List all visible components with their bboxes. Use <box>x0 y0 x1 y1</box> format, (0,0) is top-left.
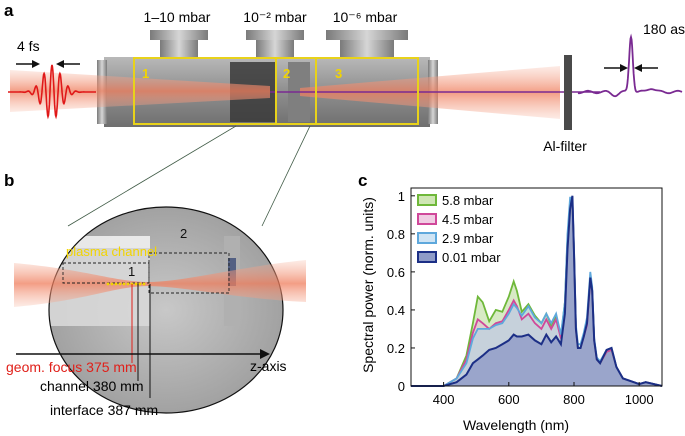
y-tick-label-1: 0.2 <box>387 341 405 356</box>
legend-label-2-9: 2.9 mbar <box>442 231 494 246</box>
flange-3 <box>326 30 408 57</box>
al-filter <box>564 55 572 130</box>
flange-1 <box>150 30 208 57</box>
plasma-channel-label: plasma channel <box>66 244 157 259</box>
x-tick-label-600: 600 <box>498 392 520 407</box>
output-pulse-duration: 180 as <box>643 21 685 37</box>
y-tick-label-5: 1 <box>398 189 405 204</box>
pressure-label-1: 1–10 mbar <box>144 9 211 25</box>
z-axis-arrowhead <box>260 349 270 359</box>
series-area-2 <box>411 197 662 386</box>
panel-b-label: b <box>4 171 14 190</box>
series-area-3 <box>411 195 662 386</box>
chamber-number-3: 3 <box>335 66 342 81</box>
spectrum-chart: 400 600 800 1000 0 0.2 0.4 0.6 0.8 1 <box>387 187 663 407</box>
x-axis-title: Wavelength (nm) <box>463 417 569 433</box>
plot-frame <box>410 187 663 387</box>
chart-legend: 5.8 mbar 4.5 mbar 2.9 mbar 0.01 mbar <box>417 193 501 265</box>
input-pulse-arrows <box>16 60 80 68</box>
series-line-3 <box>411 195 663 387</box>
pressure-label-3: 10⁻⁶ mbar <box>333 9 398 25</box>
region-2-label: 2 <box>180 226 187 241</box>
panel-a: a 1–10 mbar 10⁻² mbar 10⁻⁶ mbar <box>4 1 685 227</box>
legend-swatch-5-8 <box>417 194 437 206</box>
series-area-1 <box>411 199 662 386</box>
geom-focus-label: geom. focus 375 mm <box>6 359 137 375</box>
legend-label-4-5: 4.5 mbar <box>442 212 494 227</box>
flange-2 <box>246 30 304 57</box>
x-tick-label-800: 800 <box>563 392 585 407</box>
y-tick-label-3: 0.6 <box>387 265 405 280</box>
chamber-number-1: 1 <box>142 66 149 81</box>
chamber-frame-3 <box>315 57 419 125</box>
region-1-label: 1 <box>128 264 135 279</box>
pressure-label-2: 10⁻² mbar <box>243 9 307 25</box>
y-tick-label-4: 0.8 <box>387 227 405 242</box>
panel-a-label: a <box>4 1 14 20</box>
legend-label-5-8: 5.8 mbar <box>442 193 494 208</box>
legend-swatch-4-5 <box>417 213 437 225</box>
panel-c-label: c <box>358 171 367 190</box>
output-pulse-waveform <box>577 33 683 98</box>
panel-b: b plasma channel 1 2 <box>4 171 306 418</box>
y-tick-label-0: 0 <box>398 379 405 394</box>
z-axis-label: z-axis <box>250 358 287 374</box>
plasma-channel-dots <box>106 282 146 286</box>
x-tick-label-400: 400 <box>433 392 455 407</box>
focused-beam <box>14 260 306 307</box>
y-axis-title: Spectral power (norm. units) <box>360 197 376 373</box>
legend-label-0-01: 0.01 mbar <box>442 250 501 265</box>
al-filter-label: Al-filter <box>543 138 587 154</box>
legend-swatch-2-9 <box>417 232 437 244</box>
chamber-number-2: 2 <box>283 66 290 81</box>
channel-label: channel 380 mm <box>40 378 144 394</box>
series-area-0 <box>411 201 662 386</box>
panel-c: c 400 600 800 1000 0 0.2 0.4 0.6 0.8 1 Wavelength… <box>358 171 663 433</box>
region-2-box <box>148 252 230 294</box>
interface-label: interface 387 mm <box>50 402 158 418</box>
input-pulse-duration: 4 fs <box>17 38 40 54</box>
legend-swatch-0-01 <box>417 251 437 263</box>
zoom-line-right <box>261 125 311 227</box>
x-tick-label-1000: 1000 <box>625 392 654 407</box>
input-beam <box>10 70 270 112</box>
output-pulse-arrows <box>604 64 658 72</box>
y-tick-label-2: 0.4 <box>387 303 405 318</box>
input-pulse-waveform <box>8 64 96 120</box>
zoom-line-left <box>67 125 237 227</box>
